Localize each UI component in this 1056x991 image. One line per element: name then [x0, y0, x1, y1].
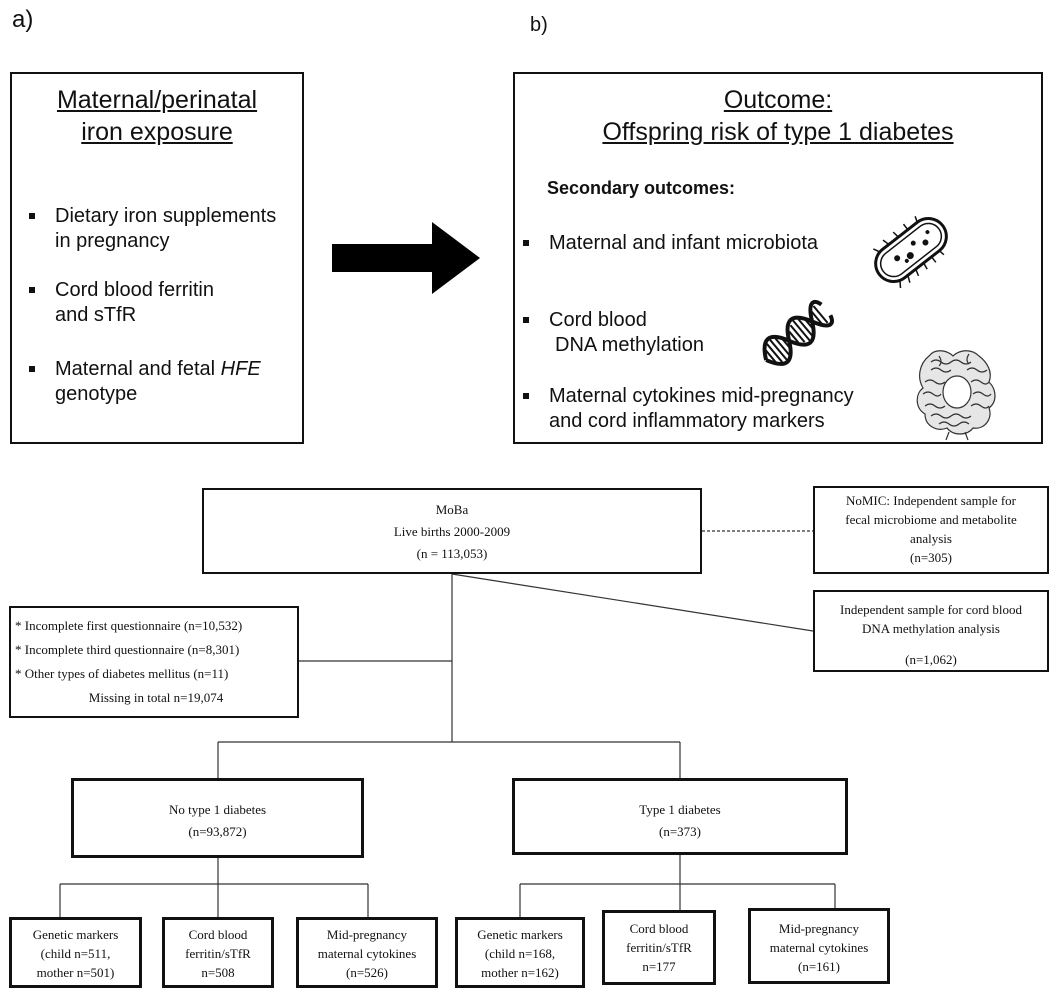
- no-t1d-cord-blood-box: Cord blood ferritin/sTfR n=508: [162, 917, 274, 988]
- panel-a-label: a): [12, 6, 34, 33]
- missing-data-box: * Incomplete first questionnaire (n=10,5…: [9, 606, 299, 718]
- no-type1-diabetes-box: No type 1 diabetes (n=93,872): [71, 778, 364, 858]
- arrow-right-icon: [332, 222, 480, 294]
- dna-helix-icon: [762, 300, 834, 366]
- t1d-genetic-markers-box: Genetic markers (child n=168, mother n=1…: [455, 917, 585, 988]
- type1-diabetes-box: Type 1 diabetes (n=373): [512, 778, 848, 855]
- bacterium-icon: [873, 216, 948, 288]
- outcome-box: Outcome: Offspring risk of type 1 diabet…: [513, 72, 1043, 444]
- methylation-sample-box: Independent sample for cord blood DNA me…: [813, 590, 1049, 672]
- exposure-box: Maternal/perinatal iron exposure Dietary…: [10, 72, 304, 444]
- nomic-sample-box: NoMIC: Independent sample for fecal micr…: [813, 486, 1049, 574]
- no-t1d-genetic-markers-box: Genetic markers (child n=511, mother n=5…: [9, 917, 142, 988]
- hfe-gene-name: HFE: [220, 358, 261, 380]
- t1d-cytokines-box: Mid-pregnancy maternal cytokines (n=161): [748, 908, 890, 984]
- outcome-heading: Outcome: Offspring risk of type 1 diabet…: [602, 86, 954, 146]
- panel-b-label: b): [530, 14, 548, 36]
- t1d-cord-blood-box: Cord blood ferritin/sTfR n=177: [602, 910, 716, 985]
- secondary-outcomes-heading: Secondary outcomes:: [547, 178, 736, 198]
- no-t1d-cytokines-box: Mid-pregnancy maternal cytokines (n=526): [296, 917, 438, 988]
- exposure-item-hfe-line: Maternal and fetal HFE: [55, 358, 261, 380]
- protein-structure-icon: [916, 350, 996, 441]
- exposure-heading: Maternal/perinatal iron exposure: [56, 86, 258, 146]
- moba-box: MoBa Live births 2000-2009 (n = 113,053): [202, 488, 702, 574]
